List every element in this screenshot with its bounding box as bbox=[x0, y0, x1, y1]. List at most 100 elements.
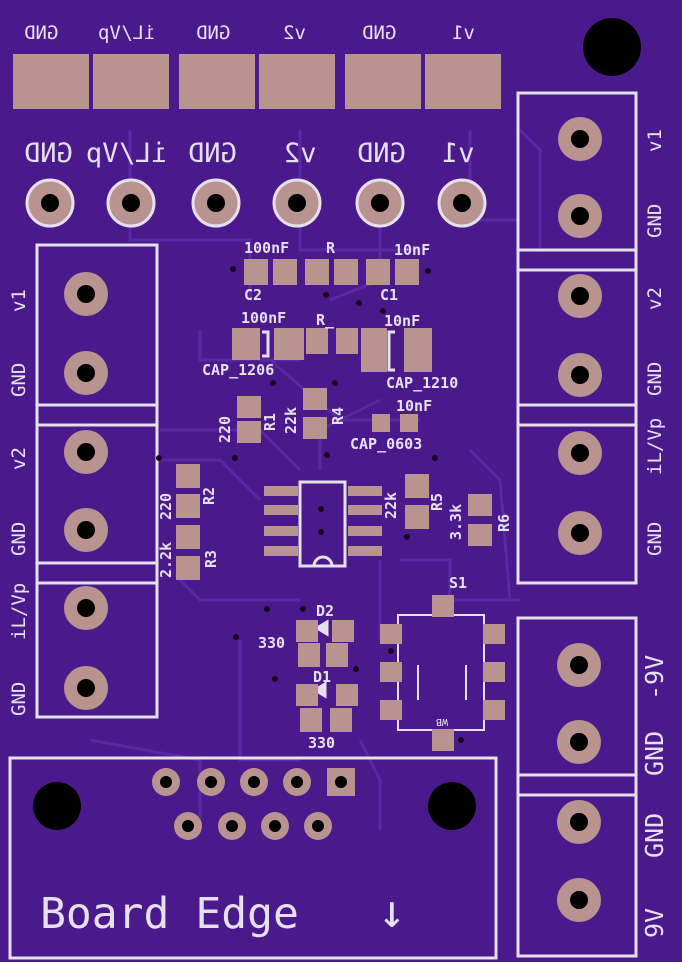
via bbox=[272, 676, 278, 682]
label-r-led1: 330 bbox=[258, 634, 286, 652]
pad bbox=[176, 556, 200, 580]
left-label-gnd-3: GND bbox=[8, 681, 30, 716]
edge-pad-1 bbox=[13, 54, 89, 109]
pad bbox=[361, 328, 387, 372]
label-s1-mark: WB bbox=[436, 716, 449, 727]
label-cap0603-value: 10nF bbox=[396, 397, 433, 415]
pad bbox=[303, 417, 327, 439]
via bbox=[270, 380, 276, 386]
edge-pad-4 bbox=[259, 54, 335, 109]
label-r-mid: R_ bbox=[316, 311, 335, 329]
label-r6: R6 bbox=[495, 513, 513, 532]
pad bbox=[176, 525, 200, 549]
label-r4: R4 bbox=[329, 406, 347, 425]
ic-pad bbox=[348, 526, 382, 536]
pad bbox=[237, 396, 261, 418]
label-cap0603: CAP_0603 bbox=[350, 435, 423, 453]
power-label-gnd-1: GND bbox=[640, 730, 669, 776]
power-label-9v: 9V bbox=[640, 907, 669, 938]
label-r-top: R bbox=[326, 239, 336, 257]
right-label-gnd-2: GND bbox=[644, 361, 666, 396]
via bbox=[156, 455, 162, 461]
label-d2: D2 bbox=[316, 602, 335, 620]
pad bbox=[300, 708, 322, 732]
pad bbox=[176, 464, 200, 488]
switch-pad bbox=[432, 595, 454, 617]
pad bbox=[298, 643, 320, 667]
label-r3: R3 bbox=[202, 549, 220, 568]
ic-pad bbox=[348, 505, 382, 515]
via bbox=[232, 455, 238, 461]
ic-pad bbox=[264, 505, 298, 515]
pad bbox=[296, 684, 318, 706]
down-arrow-icon: ↓ bbox=[378, 884, 406, 938]
left-label-gnd-1: GND bbox=[8, 362, 30, 397]
label-r2-value: 220 bbox=[157, 492, 175, 520]
label-r5-value: 22k bbox=[382, 491, 400, 519]
label-c2: C2 bbox=[244, 286, 263, 304]
right-label-v2: v2 bbox=[644, 287, 666, 310]
pad bbox=[274, 328, 304, 360]
label-c1-value: 10nF bbox=[394, 241, 431, 259]
label-c1: C1 bbox=[380, 286, 399, 304]
via bbox=[324, 452, 330, 458]
board-edge-label: Board Edge bbox=[40, 889, 299, 939]
ic-pad bbox=[264, 486, 298, 496]
left-label-il-vp: iL/Vp bbox=[8, 582, 30, 640]
label-r3-value: 2.2k bbox=[157, 541, 175, 578]
via bbox=[233, 634, 239, 640]
edge-pad-2 bbox=[93, 54, 169, 109]
pad bbox=[400, 414, 418, 432]
edge-pad-5 bbox=[345, 54, 421, 109]
label-cap1210: CAP_1210 bbox=[386, 374, 459, 392]
right-label-gnd-3: GND bbox=[644, 521, 666, 556]
right-label-il-vp: iL/Vp bbox=[644, 417, 666, 475]
edge-pad-3 bbox=[179, 54, 255, 109]
mounting-hole-top-right bbox=[583, 18, 641, 76]
left-label-gnd-2: GND bbox=[8, 521, 30, 556]
pad bbox=[273, 259, 297, 285]
via bbox=[404, 534, 410, 540]
label-r6-value: 3.3k bbox=[447, 503, 465, 540]
pad bbox=[468, 494, 492, 516]
label-cap1206: CAP_1206 bbox=[202, 361, 275, 379]
mounting-hole-bottom-right bbox=[428, 782, 476, 830]
pad bbox=[334, 259, 358, 285]
left-label-v1: v1 bbox=[8, 289, 30, 312]
pad bbox=[326, 643, 348, 667]
switch-pad bbox=[483, 662, 505, 682]
pad bbox=[336, 328, 358, 354]
pad bbox=[305, 259, 329, 285]
via bbox=[332, 380, 338, 386]
label-r5: R5 bbox=[428, 492, 446, 511]
switch-pad bbox=[483, 700, 505, 720]
switch-pad bbox=[380, 700, 402, 720]
via bbox=[353, 666, 359, 672]
pad bbox=[176, 494, 200, 518]
pad bbox=[468, 524, 492, 546]
via bbox=[356, 300, 362, 306]
via bbox=[264, 606, 270, 612]
pad bbox=[366, 259, 390, 285]
via bbox=[388, 648, 394, 654]
left-label-v2: v2 bbox=[8, 447, 30, 470]
ic-pad bbox=[348, 546, 382, 556]
ic-pad bbox=[264, 526, 298, 536]
power-label-gnd-2: GND bbox=[640, 812, 669, 858]
pad bbox=[404, 328, 432, 372]
ic-pad bbox=[264, 546, 298, 556]
pad bbox=[237, 421, 261, 443]
label-r4-value: 22k bbox=[282, 406, 300, 434]
via bbox=[432, 455, 438, 461]
pad bbox=[395, 259, 419, 285]
mounting-hole-bottom-left bbox=[33, 782, 81, 830]
label-c2-value: 100nF bbox=[244, 239, 290, 257]
right-label-v1: v1 bbox=[644, 129, 666, 152]
pad bbox=[372, 414, 390, 432]
label-r-led2: 330 bbox=[308, 734, 336, 752]
via bbox=[458, 737, 464, 743]
pad bbox=[232, 328, 260, 360]
